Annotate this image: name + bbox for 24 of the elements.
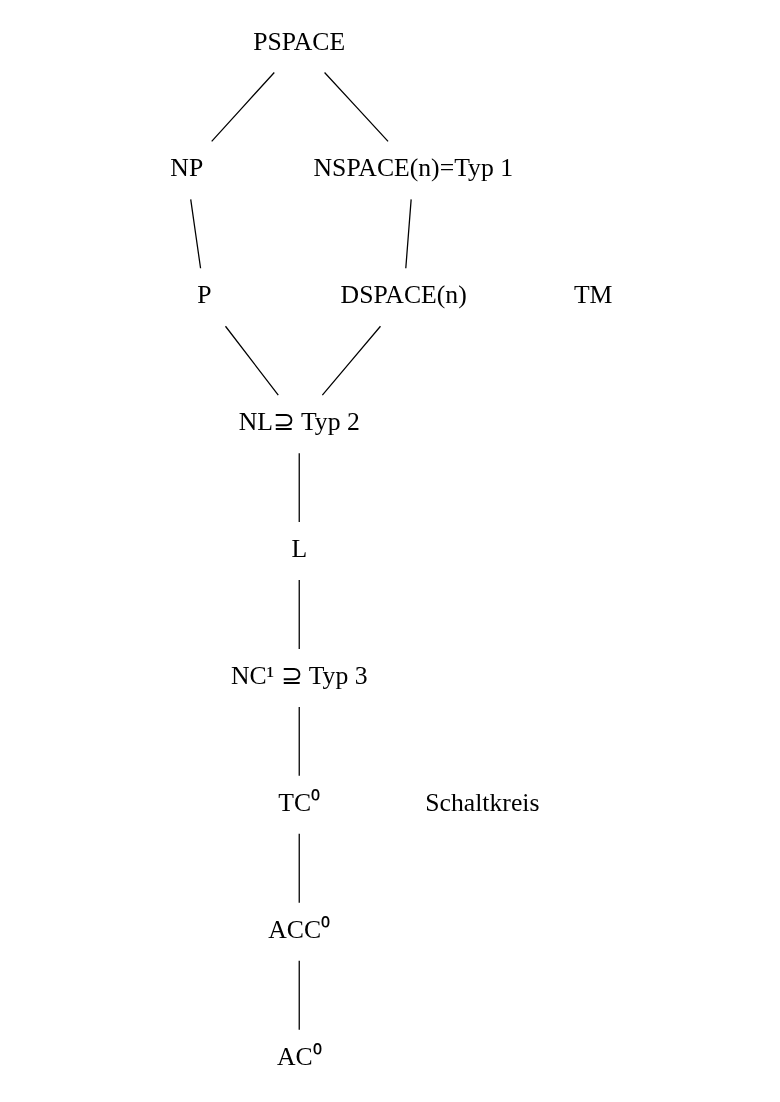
- label: TM: [573, 280, 613, 310]
- connector: [323, 71, 389, 142]
- connector: [405, 198, 412, 269]
- node-text: PSPACE: [253, 26, 346, 56]
- connector: [298, 706, 300, 777]
- node-text: NP: [170, 153, 204, 183]
- connector: [190, 198, 202, 269]
- connector: [298, 579, 300, 650]
- node-text: P: [197, 280, 212, 310]
- label: Schaltkreis: [425, 787, 540, 817]
- node-text: NSPACE(n)=Typ 1: [313, 153, 514, 183]
- connector: [298, 833, 300, 904]
- connector: [298, 960, 300, 1031]
- node-text: ACC⁰: [268, 914, 331, 944]
- node-text: TC⁰: [278, 787, 321, 817]
- connector: [321, 325, 382, 396]
- connector: [298, 452, 300, 523]
- node-text: AC⁰: [276, 1041, 322, 1071]
- node-text: DSPACE(n): [340, 280, 467, 310]
- node-text: NL⊇ Typ 2: [238, 407, 360, 437]
- connector: [211, 71, 275, 142]
- node-text: L: [291, 534, 308, 564]
- connector: [224, 325, 279, 396]
- node-text: NC¹ ⊇ Typ 3: [230, 661, 368, 691]
